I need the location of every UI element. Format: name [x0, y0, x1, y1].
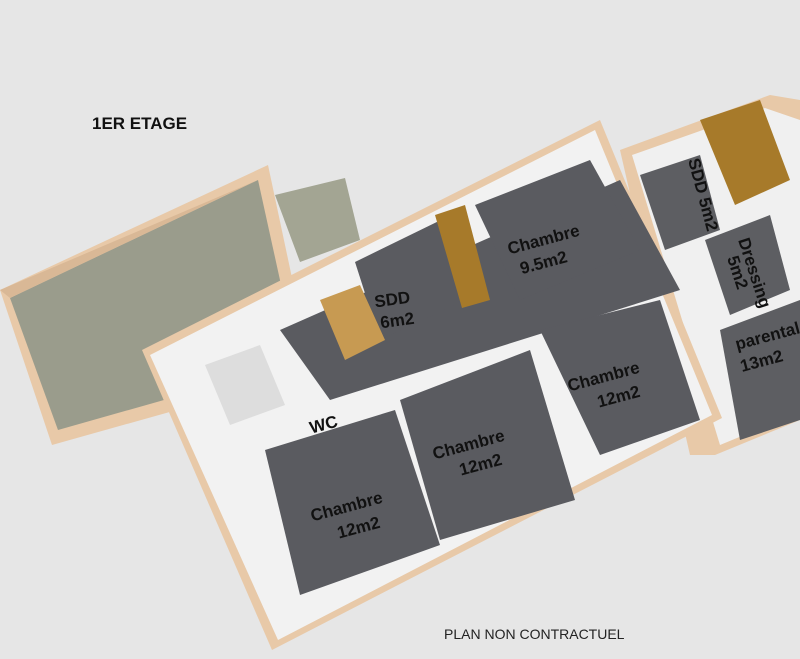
master-suite-block	[620, 95, 800, 455]
room-sdd-6-area: 6m2	[379, 309, 415, 333]
room-sdd-6-name: SDD	[373, 288, 411, 312]
floor-title: 1ER ETAGE	[92, 114, 188, 133]
main-floor	[142, 120, 722, 650]
disclaimer: PLAN NON CONTRACTUEL	[444, 626, 625, 642]
